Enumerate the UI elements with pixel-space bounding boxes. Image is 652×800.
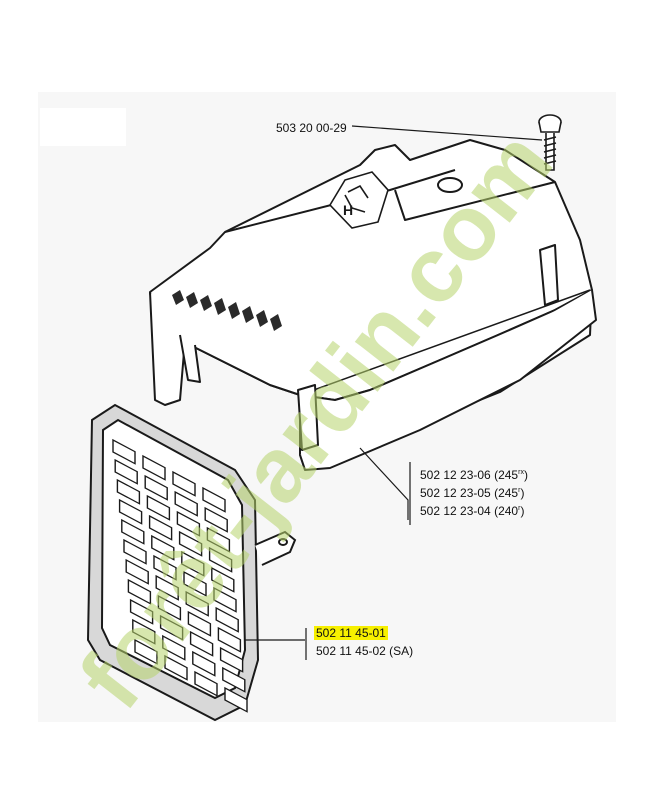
grille-slot bbox=[213, 586, 237, 613]
cover-b-number: 502 12 23-05 bbox=[420, 486, 491, 500]
grille-slot bbox=[114, 458, 138, 485]
cylinder-cover bbox=[149, 139, 597, 471]
cover-c-number: 502 12 23-04 bbox=[420, 504, 491, 518]
grille-slot bbox=[172, 470, 196, 497]
grille-slot bbox=[148, 514, 173, 541]
screw-part-number: 503 20 00-29 bbox=[276, 121, 347, 135]
cover-ridge-line bbox=[224, 169, 456, 233]
grille-slot bbox=[217, 626, 242, 653]
grille-slot bbox=[123, 538, 147, 565]
grille-slot bbox=[157, 594, 182, 621]
grille-slot bbox=[219, 646, 244, 673]
grille-slot bbox=[159, 614, 184, 641]
grille-slot bbox=[164, 654, 188, 681]
cover-c-model: (240 bbox=[494, 504, 519, 518]
cover-part-number-a: 502 12 23-06 (245rx) bbox=[420, 466, 528, 482]
husqvarna-crown-logo: H bbox=[328, 171, 389, 229]
cover-inner-leg bbox=[179, 334, 201, 383]
cover-front-slot bbox=[297, 384, 319, 451]
grille-slot bbox=[174, 490, 198, 517]
grille-slot bbox=[142, 454, 166, 481]
grille-slot bbox=[162, 634, 186, 661]
grille-slot bbox=[112, 438, 136, 465]
blank-corner-patch bbox=[40, 108, 126, 146]
cover-ridge-line-2 bbox=[394, 181, 556, 221]
grille-slot bbox=[208, 546, 233, 573]
grille-slot bbox=[134, 638, 158, 665]
leader-cover bbox=[359, 447, 409, 520]
grille-slot bbox=[189, 630, 214, 657]
grille-slot bbox=[183, 570, 207, 597]
grille-slot bbox=[215, 606, 239, 633]
cover-c-sup: r bbox=[518, 505, 521, 512]
grille-slot bbox=[224, 686, 248, 713]
grille-slot bbox=[187, 610, 212, 637]
grille-slot bbox=[146, 494, 171, 521]
grille-slot bbox=[185, 590, 209, 617]
grille-slot bbox=[153, 554, 177, 581]
highlighted-part-number: 502 11 45-01 bbox=[314, 626, 388, 640]
grille-slot bbox=[192, 650, 216, 677]
grille-slot bbox=[121, 518, 145, 545]
grille-slot bbox=[204, 506, 228, 533]
leader-lines bbox=[244, 125, 543, 660]
cover-left-leg bbox=[149, 291, 186, 406]
cover-b-sup: r bbox=[518, 487, 521, 494]
cover-edge-line bbox=[299, 289, 591, 396]
cover-a-model: (245 bbox=[494, 468, 519, 482]
grille-slot bbox=[211, 566, 235, 593]
grille-slot bbox=[118, 498, 143, 525]
grille-slots bbox=[112, 438, 248, 713]
grille-slot bbox=[178, 530, 203, 557]
cover-a-close: ) bbox=[523, 468, 528, 482]
cover-a-sup: rx bbox=[518, 469, 524, 476]
grille-mount-hole bbox=[278, 538, 288, 546]
grille-slot bbox=[132, 618, 156, 645]
cover-b-close: ) bbox=[520, 486, 525, 500]
grille-slot bbox=[155, 574, 179, 601]
cover-c-close: ) bbox=[520, 504, 525, 518]
cover-part-number-c: 502 12 23-04 (240r) bbox=[420, 502, 524, 518]
cover-right-slot bbox=[539, 244, 559, 306]
grille-part-number-a: 502 11 45-01 bbox=[314, 626, 388, 640]
cover-part-number-b: 502 12 23-05 (245r) bbox=[420, 484, 524, 500]
grille-slot bbox=[176, 510, 201, 537]
grille-slot bbox=[144, 474, 168, 501]
grille-slot bbox=[127, 578, 152, 605]
grille-slot bbox=[125, 558, 149, 585]
cover-lower-edge bbox=[299, 289, 597, 471]
leader-screw bbox=[351, 125, 543, 141]
grille-slot bbox=[202, 486, 226, 513]
grille-slot bbox=[181, 550, 205, 577]
cover-vents bbox=[172, 290, 282, 331]
grille-slot bbox=[206, 526, 231, 553]
cover-a-number: 502 12 23-06 bbox=[420, 468, 491, 482]
grille-slot bbox=[151, 534, 175, 561]
grille-slot bbox=[116, 478, 141, 505]
grille-slot bbox=[129, 598, 154, 625]
screw-icon bbox=[538, 114, 562, 171]
grille-slot bbox=[222, 666, 246, 693]
cover-screw-hole bbox=[437, 177, 463, 193]
grille-slot bbox=[194, 670, 218, 697]
svg-text:H: H bbox=[343, 202, 353, 218]
grille-part-number-b: 502 11 45-02 (SA) bbox=[316, 644, 414, 658]
cover-b-model: (245 bbox=[494, 486, 519, 500]
